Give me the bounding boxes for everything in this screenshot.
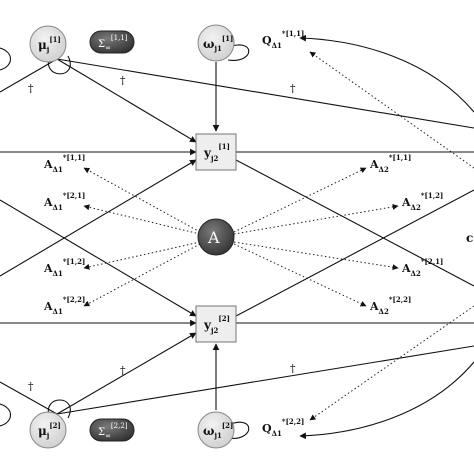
node-omega2-label: ωj1[2] bbox=[203, 421, 233, 440]
edge-mu2-to-right bbox=[56, 345, 474, 415]
loop-left-top bbox=[0, 47, 12, 71]
label-A-right-11: AΔ2*[1,1] bbox=[369, 153, 411, 174]
dotted-A-to-A21-left bbox=[83, 204, 201, 235]
node-y2: yj2[2] bbox=[195, 305, 237, 343]
edge-mu1-to-y1 bbox=[56, 58, 197, 143]
node-omega1-label: ωj1[1] bbox=[203, 34, 233, 53]
label-A-left-12: AΔ1*[1,2] bbox=[43, 257, 85, 278]
dagger-mu1-y1: † bbox=[120, 74, 126, 87]
edge-mu2-to-y2 bbox=[56, 332, 197, 415]
node-mu2: μj[2] bbox=[29, 411, 67, 449]
dotted-A-to-A22-right bbox=[233, 243, 367, 307]
node-y2-label: yj2[2] bbox=[203, 314, 230, 335]
dotted-A-to-A12-right bbox=[233, 203, 399, 235]
node-sigma1-label: Σ∞[1,1] bbox=[98, 34, 128, 52]
label-Q2: QΔ1*[2,2] bbox=[262, 417, 304, 438]
dagger-right-top: † bbox=[290, 82, 296, 95]
node-y1-label: yj2[1] bbox=[203, 142, 230, 163]
edge-mu1-to-right bbox=[56, 58, 474, 129]
node-sigma2: Σ∞[2,2] bbox=[89, 418, 135, 442]
edge-right-to-Q1 bbox=[299, 34, 474, 113]
node-mu1-label: μj[1] bbox=[38, 35, 61, 54]
dotted-A-to-A21-right bbox=[233, 241, 399, 271]
edge-cross-left-to-y1 bbox=[0, 159, 197, 277]
edge-cross-y1-to-right bbox=[235, 159, 474, 287]
edge-left-top bbox=[0, 58, 58, 93]
edge-cross-y2-to-right bbox=[235, 189, 474, 317]
dagger-left-bottom: † bbox=[28, 380, 34, 393]
solid-edges bbox=[0, 34, 474, 440]
label-A-right-22: AΔ2*[2,2] bbox=[369, 295, 411, 316]
dagger-left-top: † bbox=[28, 82, 34, 95]
dotted-right-to-Q2 bbox=[309, 305, 474, 421]
node-sigma1: Σ∞[1,1] bbox=[89, 30, 135, 54]
node-right-partial-label: c bbox=[466, 231, 473, 245]
label-A-right-21: AΔ2*[2,1] bbox=[401, 257, 443, 278]
node-mu2-label: μj[2] bbox=[38, 421, 61, 440]
dotted-edges bbox=[83, 51, 474, 421]
node-y1: yj2[1] bbox=[195, 133, 237, 171]
edge-cross-left-to-y2 bbox=[0, 199, 197, 317]
label-A-right-12: AΔ2*[1,2] bbox=[401, 191, 443, 212]
label-A-left-11: AΔ1*[1,1] bbox=[43, 153, 85, 174]
label-Q1: QΔ1*[1,1] bbox=[262, 29, 304, 50]
dagger-mu2-y2: † bbox=[120, 364, 126, 377]
node-omega2: ωj1[2] bbox=[197, 411, 235, 449]
edge-left-bottom bbox=[0, 381, 58, 415]
dotted-A-to-A22-left bbox=[83, 243, 201, 307]
node-sigma2-label: Σ∞[2,2] bbox=[98, 422, 128, 440]
node-omega1: ωj1[1] bbox=[197, 24, 235, 62]
label-A-left-22: AΔ1*[2,2] bbox=[43, 295, 85, 316]
dotted-right-to-Q1 bbox=[309, 51, 474, 169]
edge-right-to-Q2 bbox=[299, 361, 474, 440]
dotted-A-to-A11-left bbox=[83, 167, 201, 233]
dagger-right-bottom: † bbox=[290, 362, 296, 375]
node-mu1: μj[1] bbox=[29, 25, 67, 63]
loop-omega2 bbox=[225, 421, 250, 439]
loop-left-bottom bbox=[0, 403, 12, 427]
node-A-label: A bbox=[207, 228, 220, 247]
dotted-A-to-A12-left bbox=[83, 241, 201, 270]
node-A: A bbox=[197, 218, 235, 256]
label-A-left-21: AΔ1*[2,1] bbox=[43, 191, 85, 212]
dotted-A-to-A11-right bbox=[233, 167, 367, 233]
